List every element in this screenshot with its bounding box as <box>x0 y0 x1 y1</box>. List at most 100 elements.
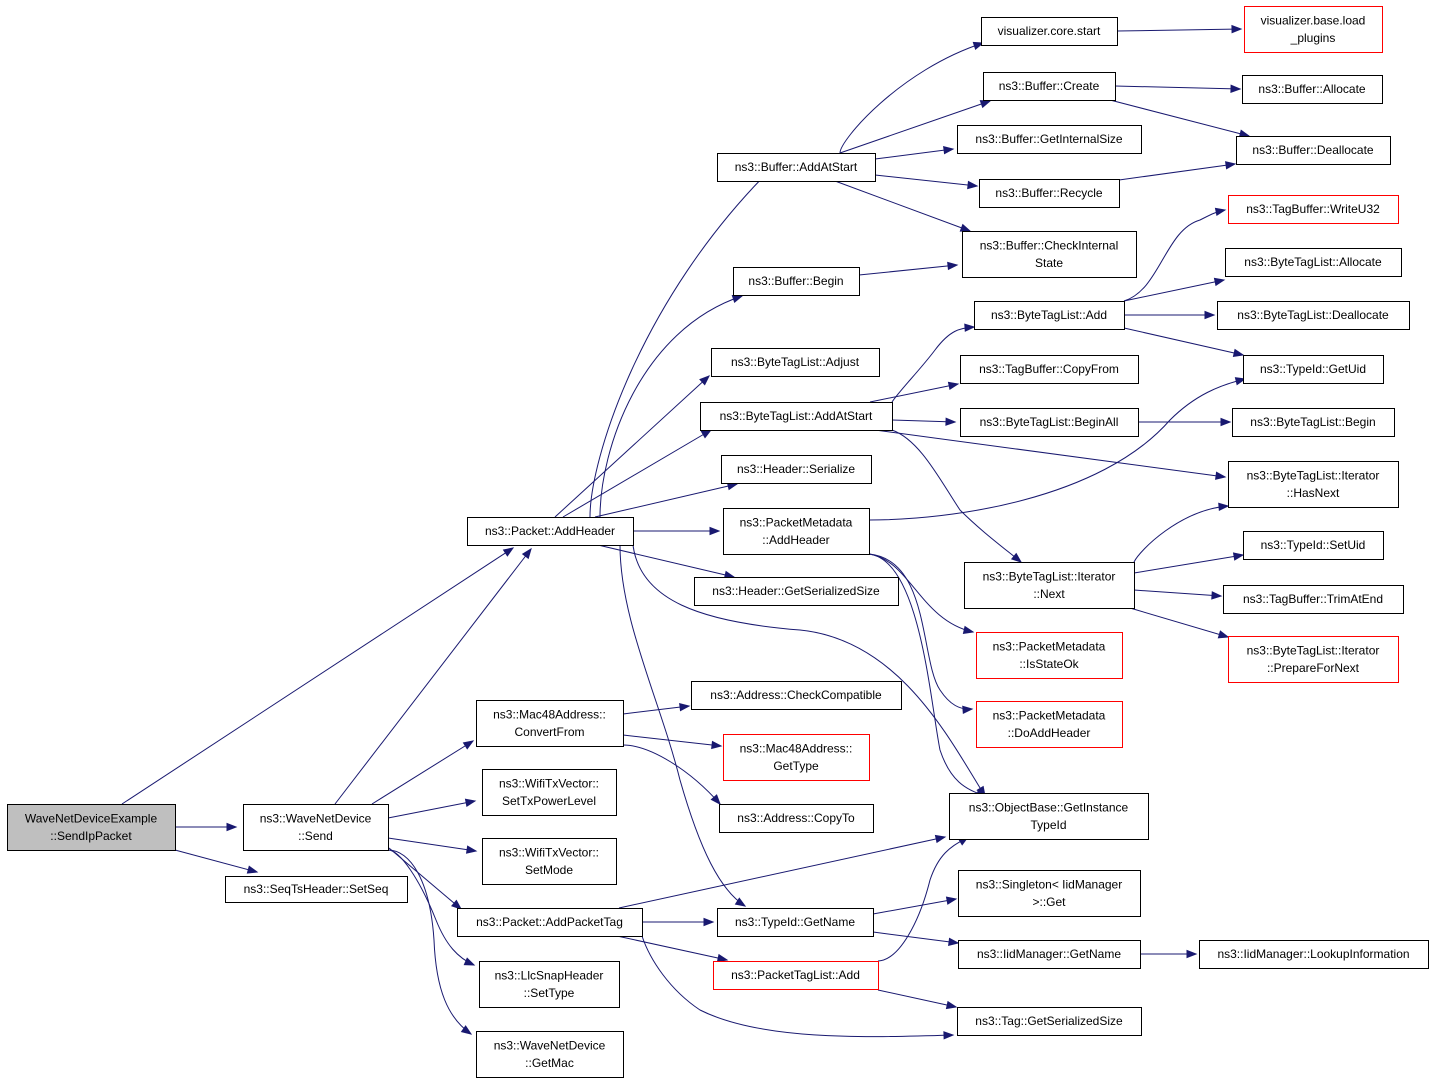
node-btladdstart[interactable]: ns3::ByteTagList::AddAtStart <box>700 402 893 431</box>
node-hdrserial[interactable]: ns3::Header::Serialize <box>721 455 872 484</box>
node-ptladd[interactable]: ns3::PacketTagList::Add <box>713 961 879 990</box>
node-bufgetint[interactable]: ns3::Buffer::GetInternalSize <box>957 125 1142 154</box>
arrowhead <box>463 957 476 966</box>
node-btladjust[interactable]: ns3::ByteTagList::Adjust <box>711 348 880 377</box>
node-llcsettype[interactable]: ns3::LlcSnapHeader::SetType <box>479 961 620 1008</box>
edge-line <box>839 42 984 154</box>
node-pmstate[interactable]: ns3::PacketMetadata::IsStateOk <box>976 632 1123 679</box>
edge-wnd_send-to-llcsettype <box>387 849 476 966</box>
node-box <box>479 961 620 1008</box>
edge-line <box>1123 327 1244 356</box>
arrowhead <box>731 294 744 304</box>
node-addheader[interactable]: ns3::Packet::AddHeader <box>467 517 634 546</box>
node-setmode[interactable]: ns3::WifiTxVector::SetMode <box>482 838 617 885</box>
node-label: ns3::Tag::GetSerializedSize <box>975 1014 1123 1028</box>
node-tbtrim[interactable]: ns3::TagBuffer::TrimAtEnd <box>1223 585 1404 614</box>
node-btlithasnext[interactable]: ns3::ByteTagList::Iterator::HasNext <box>1228 461 1399 508</box>
node-box <box>1228 461 1399 508</box>
edge-bufaddstart-to-vizstart <box>839 41 985 154</box>
node-bufdealloc[interactable]: ns3::Buffer::Deallocate <box>1236 136 1391 165</box>
arrowhead <box>1218 502 1230 512</box>
node-btldealloc[interactable]: ns3::ByteTagList::Deallocate <box>1217 301 1410 330</box>
node-label: ns3::PacketMetadata <box>993 639 1106 653</box>
node-box <box>476 700 624 747</box>
edge-line <box>891 419 956 423</box>
node-btladd[interactable]: ns3::ByteTagList::Add <box>974 301 1125 330</box>
edges-layer <box>121 24 1251 1040</box>
node-hdrgetsize[interactable]: ns3::Header::GetSerializedSize <box>694 577 899 606</box>
arrowhead <box>1186 949 1198 959</box>
node-btlitnext[interactable]: ns3::ByteTagList::Iterator::Next <box>964 562 1135 609</box>
edge-bufbegin-to-bufcheck <box>858 261 959 276</box>
node-bufalloc[interactable]: ns3::Buffer::Allocate <box>1242 75 1383 104</box>
arrowhead <box>711 740 723 750</box>
node-bufbegin[interactable]: ns3::Buffer::Begin <box>733 267 860 296</box>
node-label: ::GetMac <box>525 1056 574 1070</box>
node-label: ns3::TypeId::SetUid <box>1261 538 1366 552</box>
node-vizload[interactable]: visualizer.base.load_plugins <box>1244 6 1383 53</box>
node-mac48gettype[interactable]: ns3::Mac48Address::GetType <box>723 734 870 781</box>
node-vizstart[interactable]: visualizer.core.start <box>981 17 1118 46</box>
node-box <box>482 769 617 816</box>
node-seqts[interactable]: ns3::SeqTsHeader::SetSeq <box>225 876 408 903</box>
edge-line <box>834 180 971 232</box>
edge-line <box>1114 85 1241 90</box>
node-tbwrite[interactable]: ns3::TagBuffer::WriteU32 <box>1228 195 1399 224</box>
arrowhead <box>1213 277 1226 287</box>
node-box <box>1228 636 1399 683</box>
edge-btladd-to-btlalloc <box>1123 277 1226 302</box>
node-getmac[interactable]: ns3::WaveNetDevice::GetMac <box>476 1031 624 1078</box>
arrowhead <box>1204 310 1216 320</box>
node-tidgetname[interactable]: ns3::TypeId::GetName <box>717 908 874 937</box>
arrowhead <box>943 1031 955 1040</box>
node-label: ns3::Buffer::Begin <box>748 274 843 288</box>
node-label: >::Get <box>1032 895 1066 909</box>
node-addptag[interactable]: ns3::Packet::AddPacketTag <box>457 908 643 937</box>
arrowhead <box>460 1025 473 1035</box>
node-label: ns3::TagBuffer::WriteU32 <box>1246 202 1380 216</box>
node-box <box>962 231 1137 278</box>
node-iidlookup[interactable]: ns3::IidManager::LookupInformation <box>1199 940 1429 969</box>
edge-line <box>1133 589 1222 597</box>
edge-line <box>891 429 1022 563</box>
edge-ptladd-to-taggetsize <box>877 989 958 1010</box>
node-label: ns3::Buffer::Deallocate <box>1252 143 1374 157</box>
node-label: ::HasNext <box>1287 486 1340 500</box>
node-bufcreate[interactable]: ns3::Buffer::Create <box>983 72 1116 101</box>
node-mac48conv[interactable]: ns3::Mac48Address::ConvertFrom <box>476 700 624 747</box>
node-addrcopyto[interactable]: ns3::Address::CopyTo <box>719 804 874 833</box>
node-tidgetuid[interactable]: ns3::TypeId::GetUid <box>1243 355 1384 384</box>
node-bufaddstart[interactable]: ns3::Buffer::AddAtStart <box>717 153 876 182</box>
node-label: visualizer.core.start <box>998 24 1101 38</box>
edge-line <box>1116 28 1242 32</box>
node-label: ns3::WifiTxVector:: <box>499 776 599 790</box>
node-iidgetname[interactable]: ns3::IidManager::GetName <box>958 940 1141 969</box>
node-pmdoadd[interactable]: ns3::PacketMetadata::DoAddHeader <box>976 701 1123 748</box>
node-pmaddheader[interactable]: ns3::PacketMetadata::AddHeader <box>723 508 870 555</box>
edge-line <box>622 705 690 715</box>
node-settxpow[interactable]: ns3::WifiTxVector::SetTxPowerLevel <box>482 769 617 816</box>
node-btlbegin[interactable]: ns3::ByteTagList::Begin <box>1232 408 1395 437</box>
edge-line <box>597 544 735 578</box>
edge-line <box>554 375 710 518</box>
edge-bufcreate-to-bufalloc <box>1114 84 1242 94</box>
node-wnd_send[interactable]: ns3::WaveNetDevice::Send <box>243 804 389 851</box>
edge-line <box>891 326 975 403</box>
node-tbcopy[interactable]: ns3::TagBuffer::CopyFrom <box>960 355 1139 384</box>
node-bufrecycle[interactable]: ns3::Buffer::Recycle <box>979 179 1120 208</box>
node-addrcheck[interactable]: ns3::Address::CheckCompatible <box>691 681 902 710</box>
node-box <box>958 940 1141 969</box>
node-taggetsize[interactable]: ns3::Tag::GetSerializedSize <box>957 1007 1142 1036</box>
node-tidsetuid[interactable]: ns3::TypeId::SetUid <box>1243 531 1384 560</box>
edge-btlbeginall-to-btlbegin <box>1138 417 1232 427</box>
node-box <box>721 455 872 484</box>
node-btlitprep[interactable]: ns3::ByteTagList::Iterator::PrepareForNe… <box>1228 636 1399 683</box>
node-btlbeginall[interactable]: ns3::ByteTagList::BeginAll <box>960 408 1139 437</box>
arrowhead <box>502 547 515 557</box>
node-singget[interactable]: ns3::Singleton< IidManager>::Get <box>958 870 1141 917</box>
arrowhead <box>947 381 960 391</box>
arrowhead <box>1217 630 1230 639</box>
node-btlalloc[interactable]: ns3::ByteTagList::Allocate <box>1225 248 1402 277</box>
